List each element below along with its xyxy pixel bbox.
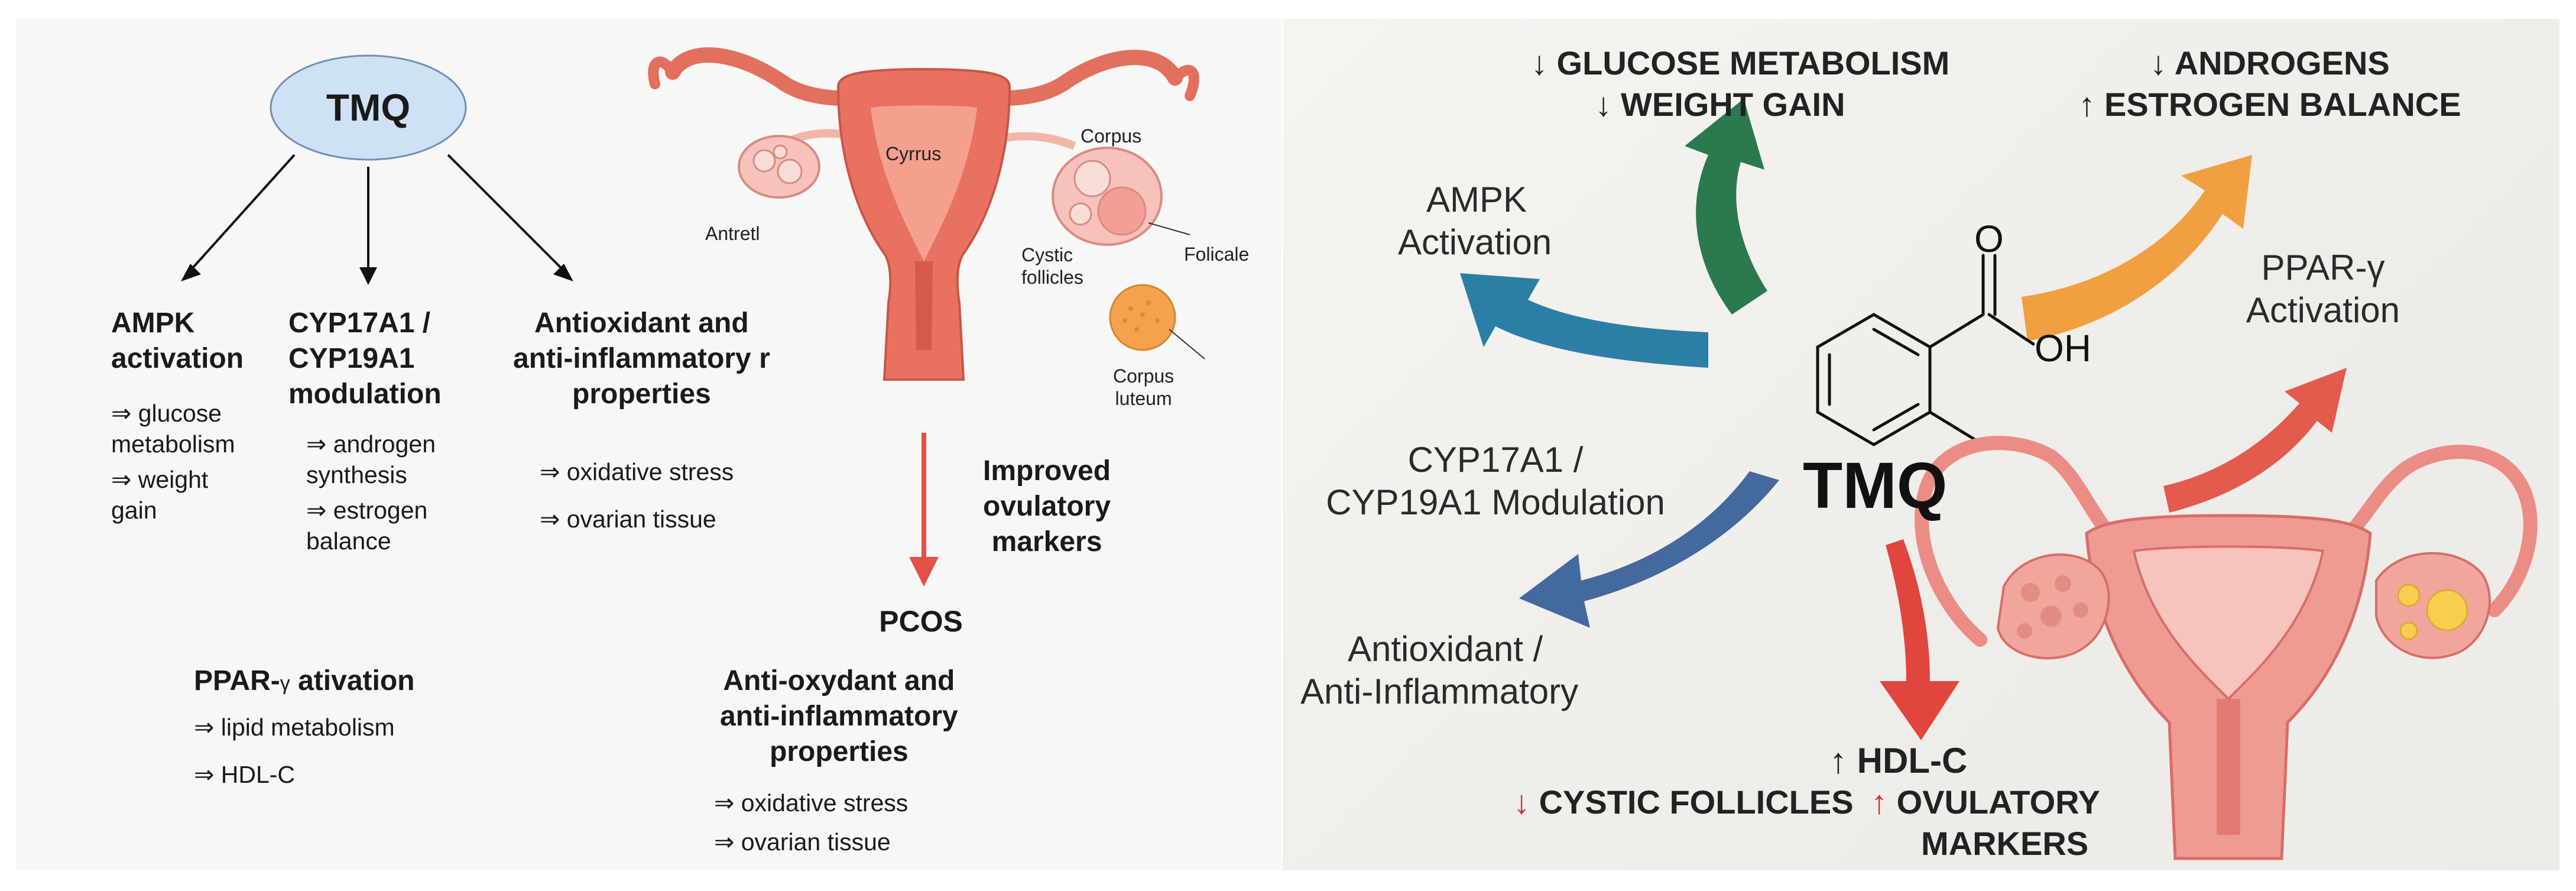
branch-item: ⇒ glucose [111, 400, 222, 427]
ppar-item: ⇒ lipid metabolism [194, 714, 395, 741]
branch-cyp: CYP17A1 / CYP19A1 modulation ⇒ androgen … [288, 306, 442, 556]
oxygen-atom-label: O [1974, 218, 2004, 260]
hdl-c-label: ↑ HDL-C [1829, 741, 1968, 780]
cystic-follicles-label-right: ↓ CYSTIC FOLLICLES [1513, 783, 1854, 821]
folicale-label: Folicale [1184, 244, 1250, 265]
branch-ampk: AMPK activation ⇒ glucose metabolism ⇒ w… [111, 306, 244, 526]
branch-title: anti-inflammatory r [513, 343, 770, 374]
antioxidant-item: ⇒ ovarian tissue [714, 828, 891, 856]
cyp-modulation-label: CYP17A1 / CYP19A1 Modulation [1326, 440, 1665, 522]
arrow-glucose [1685, 99, 1767, 315]
right-diagram-graphics [1460, 99, 2538, 860]
branch-title: activation [111, 343, 244, 374]
branch-item: ⇒ weight [111, 466, 209, 493]
branch-antioxidant: Antioxidant and anti-inflammatory r prop… [513, 306, 770, 412]
uterus-illustration [648, 47, 1205, 381]
antioxidant-block-2-items: ⇒ oxidative stress ⇒ ovarian tissue [714, 788, 908, 857]
ampk-activation-label: AMPK Activation [1398, 180, 1552, 262]
tmq-node [270, 54, 467, 161]
ppar-block: PPAR-γ ativation ⇒ lipid metabolism ⇒ HD… [194, 663, 414, 790]
branch-title: Antioxidant and [534, 307, 749, 339]
arrow-ppar [2163, 368, 2347, 513]
branch-item: metabolism [111, 430, 235, 458]
uterus-illustration-right [1915, 436, 2538, 860]
improved-ovulatory-markers: Improved ovulatory markers [983, 455, 1111, 558]
uterus-label: Cyrrus [885, 143, 942, 164]
left-diagram-graphics [181, 47, 1205, 587]
pcos-label: PCOS [879, 605, 963, 638]
ppar-item: ⇒ HDL-C [194, 761, 296, 788]
arrow-to-antioxidant [447, 154, 567, 274]
ovulatory-markers-label: ↑ OVULATORY [1871, 783, 2100, 821]
ppar-title: PPAR-γ ativation [194, 665, 415, 696]
branch-item: balance [306, 527, 391, 555]
branch-title: AMPK [111, 307, 195, 339]
branch-item: ⇒ oxidative stress [540, 458, 734, 485]
tmq-label: TMQ [1803, 449, 1948, 522]
antioxidant-label: Antioxidant / Anti-Inflammatory [1300, 629, 1579, 711]
branch-item: ⇒ androgen [306, 430, 436, 458]
branch-title: CYP17A1 / [288, 307, 431, 339]
antretl-label: Antretl [705, 223, 760, 244]
hydroxyl-label: OH [2035, 327, 2091, 370]
corpus-label: Corpus [1081, 125, 1142, 147]
branch-title: CYP19A1 [288, 343, 415, 374]
left-panel: TMQ AMPK activation ⇒ glucose metabolism… [17, 19, 1281, 870]
branch-item: gain [111, 497, 157, 524]
branch-title: modulation [288, 378, 442, 410]
arrow-ampk [1460, 273, 1708, 368]
tmq-node-label: TMQ [326, 86, 411, 129]
right-panel: O OH TMQ ↓ GLUCOSE METABOLISM ↓ WEIGHT G… [1283, 19, 2559, 870]
arrow-ovulatory [1880, 539, 1959, 740]
ppar-activation-label: PPAR-γ Activation [2246, 248, 2400, 330]
branch-item: ⇒ estrogen [306, 497, 428, 524]
arrow-androgens [2022, 155, 2252, 341]
ovulatory-markers-label-line2: MARKERS [1921, 825, 2089, 862]
branch-item: synthesis [306, 461, 407, 488]
tmq-molecule [1816, 254, 2035, 446]
arrow-to-ampk [187, 154, 296, 274]
branch-item: ⇒ ovarian tissue [540, 506, 716, 533]
arrow-cyp [1519, 471, 1779, 628]
antioxidant-item: ⇒ oxidative stress [714, 789, 909, 817]
androgen-effects: ↓ ANDROGENS ↑ ESTROGEN BALANCE [2078, 44, 2461, 123]
branch-title: properties [572, 378, 711, 410]
antioxidant-block-2: Anti-oxydant and anti-inflammatory prope… [720, 665, 958, 767]
branch-antioxidant-items: ⇒ oxidative stress ⇒ ovarian tissue [540, 456, 734, 534]
glucose-effects: ↓ GLUCOSE METABOLISM ↓ WEIGHT GAIN [1531, 44, 1950, 123]
